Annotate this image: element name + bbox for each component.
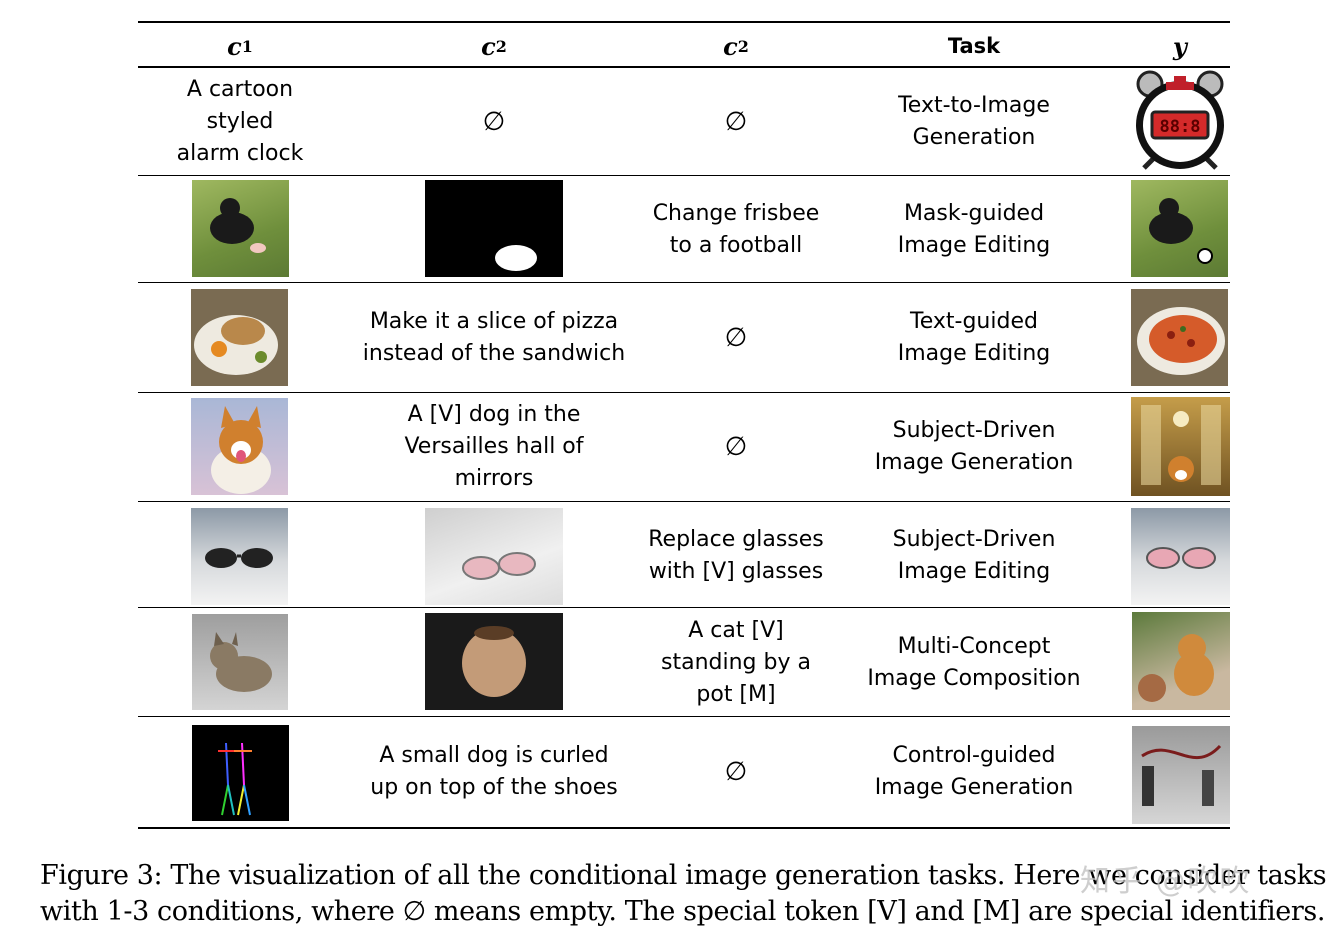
row2-task: Mask-guided Image Editing	[897, 201, 1051, 258]
row3-c3-empty: ∅	[724, 323, 748, 353]
clock-digits: 88:8	[1160, 117, 1201, 137]
corgi-image	[191, 398, 288, 495]
row4-task: Subject-Driven Image Generation	[874, 418, 1074, 475]
row4-c3-empty: ∅	[724, 432, 748, 462]
dog-with-frisbee-image	[192, 180, 289, 277]
pose-skeleton-image	[192, 725, 289, 821]
pink-glasses-image	[425, 508, 563, 605]
row3-c2-text: Make it a slice of pizza instead of the …	[362, 309, 626, 366]
row3-task: Text-guided Image Editing	[897, 309, 1051, 366]
row4-c2-text: A [V] dog in the Versailles hall of mirr…	[404, 402, 584, 491]
dancers-image	[1132, 726, 1230, 824]
cat-with-pot-image	[1132, 612, 1230, 710]
row2-c3-text: Change frisbee to a football	[652, 201, 820, 258]
row6-c3-text: A cat [V] standing by a pot [M]	[661, 618, 811, 707]
mask-image	[425, 180, 563, 277]
caption-line-2: with 1-3 conditions, where ∅ means empty…	[40, 896, 1326, 927]
cat-image	[192, 614, 288, 710]
row6-task: Multi-Concept Image Composition	[867, 634, 1081, 691]
table-bottom-rule	[138, 827, 1230, 829]
row-rule	[138, 392, 1230, 393]
header-rule	[138, 66, 1230, 68]
header-y: y	[1173, 31, 1187, 61]
pizza-plate-image	[1131, 289, 1228, 386]
figure-caption: Figure 3: The visualization of all the c…	[40, 858, 1340, 930]
sandwich-plate-image	[191, 289, 288, 386]
watermark: 知乎 @吹吹	[1080, 864, 1252, 899]
glasses-image	[191, 508, 288, 605]
row5-task: Subject-Driven Image Editing	[892, 527, 1056, 584]
pink-glasses-result-image	[1131, 508, 1230, 605]
row7-c3-empty: ∅	[724, 757, 748, 787]
row-rule	[138, 716, 1230, 717]
table-top-rule	[138, 21, 1230, 23]
pot-image	[425, 613, 563, 710]
header-task: Task	[947, 34, 1001, 58]
caption-line-1: Figure 3: The visualization of all the c…	[40, 860, 1327, 891]
row-rule	[138, 282, 1230, 283]
row-rule	[138, 175, 1230, 176]
dog-with-football-image	[1131, 180, 1228, 277]
row5-c3-text: Replace glasses with [V] glasses	[648, 527, 824, 584]
row7-c2-text: A small dog is curled up on top of the s…	[370, 743, 618, 800]
row-rule	[138, 501, 1230, 502]
row1-task: Text-to-Image Generation	[898, 93, 1050, 150]
row1-c1-text: A cartoon styled alarm clock	[176, 77, 304, 166]
row-rule	[138, 607, 1230, 608]
row1-c2-empty: ∅	[482, 107, 506, 137]
corgi-versailles-image	[1131, 397, 1230, 496]
row1-c3-empty: ∅	[724, 107, 748, 137]
alarm-clock-image: 88:8	[1130, 70, 1230, 170]
row7-task: Control-guided Image Generation	[874, 743, 1074, 800]
